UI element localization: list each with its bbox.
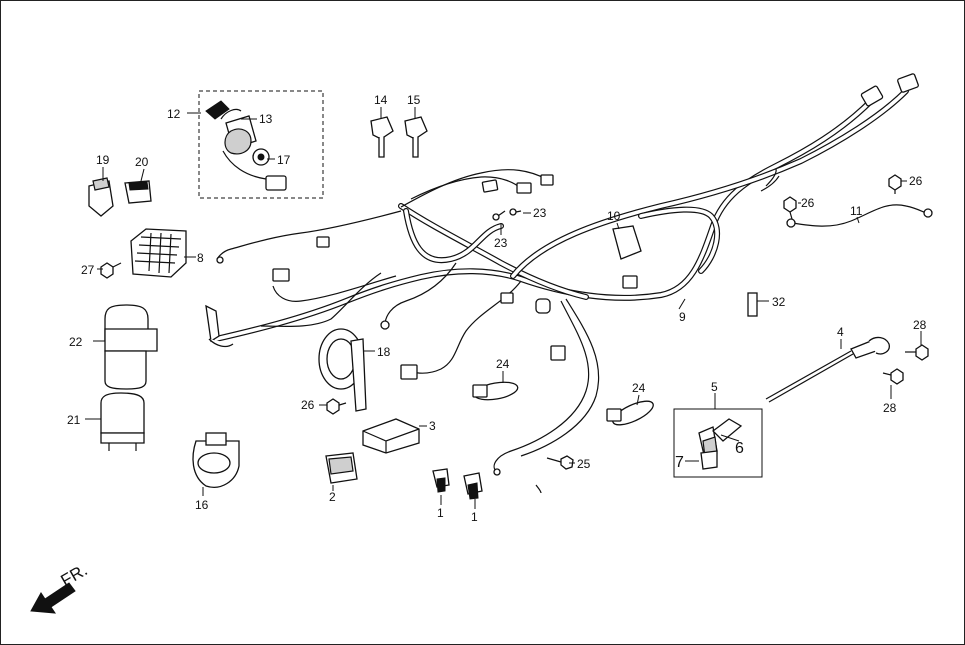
callout-26-mid: 26 (801, 196, 815, 210)
front-direction-arrow-icon (30, 582, 76, 614)
callout-7: 7 (675, 454, 684, 471)
callout-23-top: 23 (533, 206, 547, 220)
callout-26-right: 26 (909, 174, 923, 188)
clamp-24-left (472, 381, 519, 401)
callout-15: 15 (407, 93, 421, 107)
callout-1-right: 1 (471, 510, 478, 524)
callout-18: 18 (377, 345, 391, 359)
bracket-16 (192, 432, 240, 488)
callout-19: 19 (96, 153, 110, 167)
bolt-27 (100, 262, 122, 279)
callout-13: 13 (259, 112, 273, 126)
callout-17: 17 (277, 153, 291, 167)
ignition-switch-group (198, 90, 324, 199)
relay-21 (100, 392, 145, 451)
callout-6: 6 (735, 440, 744, 457)
callout-3: 3 (429, 419, 436, 433)
callout-8: 8 (197, 251, 204, 265)
callout-21: 21 (67, 413, 81, 427)
callout-24-left: 24 (496, 357, 510, 371)
callout-27: 27 (81, 263, 95, 277)
starter-relay (104, 304, 158, 390)
bolt-28 (882, 344, 929, 385)
callout-14: 14 (374, 93, 388, 107)
callout-10: 10 (607, 209, 621, 223)
callout-5: 5 (711, 380, 718, 394)
callout-32: 32 (772, 295, 786, 309)
part-32 (747, 292, 758, 317)
clamp-24-right (606, 400, 654, 426)
fuse-terminals (432, 468, 483, 500)
bolt-23 (492, 208, 522, 221)
cdi-unit (362, 418, 420, 454)
horn (318, 328, 367, 412)
callout-4: 4 (837, 325, 844, 339)
bolt-26-right (783, 174, 902, 220)
ground-cable (786, 204, 933, 228)
part-10 (612, 225, 642, 260)
callout-28-bottom: 28 (883, 401, 897, 415)
callout-20: 20 (135, 155, 149, 169)
callout-22: 22 (69, 335, 83, 349)
callout-24-right: 24 (632, 381, 646, 395)
leader-lines (85, 107, 922, 509)
bolt-26-left (326, 398, 347, 415)
regulator-rectifier (130, 228, 187, 278)
callout-26-left: 26 (301, 398, 315, 412)
spark-plug-cap-group (673, 408, 763, 478)
callout-12: 12 (167, 107, 181, 121)
keys (370, 116, 428, 158)
wiring-harness (205, 73, 919, 494)
callout-11: 11 (850, 204, 863, 218)
bolt-25 (546, 455, 574, 470)
callout-28-top: 28 (913, 318, 927, 332)
callout-16: 16 (195, 498, 209, 512)
callout-1-left: 1 (437, 506, 444, 520)
speed-cable (765, 336, 890, 403)
callout-2: 2 (329, 490, 336, 504)
callout-9: 9 (679, 310, 686, 324)
direction-label: FR. (58, 560, 91, 590)
callout-23-bottom: 23 (494, 236, 508, 250)
callout-25: 25 (577, 457, 591, 471)
callout-labels: 12 13 17 14 15 19 20 8 27 22 21 16 18 26… (58, 93, 927, 590)
